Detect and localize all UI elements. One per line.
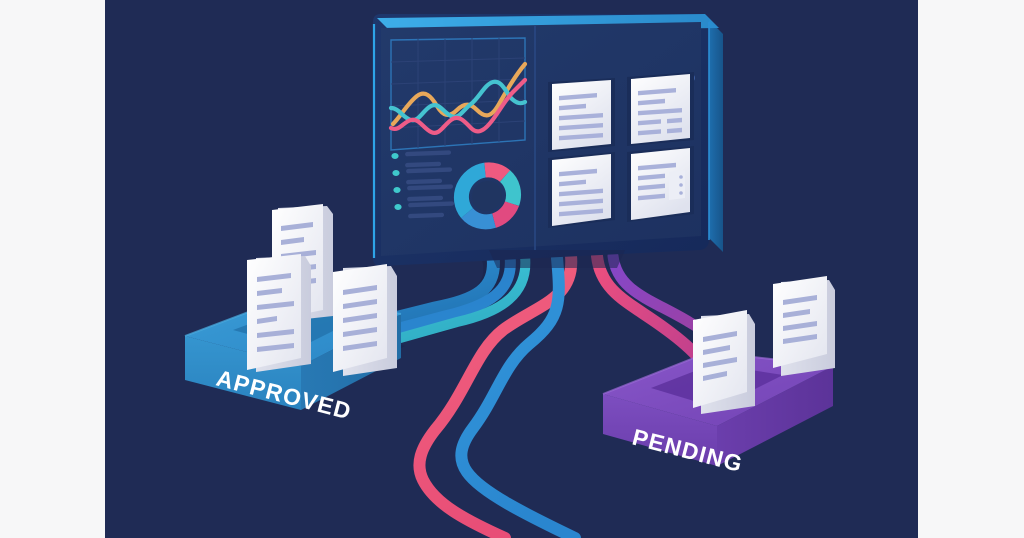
donut-center [472,180,502,212]
cable-teal [388,251,531,345]
list-item[interactable] [392,167,453,185]
donut-ring [453,162,521,230]
cable-blue-inner [371,250,516,340]
document[interactable] [773,276,835,376]
doc-card[interactable] [548,152,615,228]
approved-tray-left-face [185,336,301,410]
line-chart[interactable] [388,37,528,151]
doc-card-lines [638,162,676,201]
list-item[interactable] [394,201,455,219]
cable-blue-bottom [455,252,581,538]
line-series-gold [390,61,528,127]
doc-card[interactable] [627,146,694,222]
list-panel[interactable] [391,150,455,219]
monitor-stand-shadow [489,250,625,268]
document[interactable] [333,264,397,376]
illustration-canvas: APPROVED [105,0,918,538]
doc-card-lines [638,88,682,136]
document[interactable] [693,310,755,414]
document[interactable] [247,254,311,372]
donut-chart[interactable] [453,162,521,230]
workflow-illustration: APPROVED [105,0,918,538]
monitor-side-edge [709,20,723,252]
approved-documents[interactable] [247,204,397,376]
line-series-pink [388,77,528,135]
pending-documents[interactable] [693,276,835,414]
list-item[interactable] [393,184,454,202]
cable-blue-outer [356,249,500,333]
cable-pink [413,250,578,538]
doc-card-lines [559,168,603,217]
cable-bundle [342,245,743,538]
pending-tray-left-face [603,394,717,466]
doc-card-preview [669,170,685,200]
doc-card-lines [559,93,603,141]
list-item[interactable] [391,150,452,168]
pending-tray-right-face [717,366,833,466]
line-chart-frame [390,37,526,151]
doc-card[interactable] [548,78,615,152]
doc-card[interactable] [627,72,694,146]
dashboard-monitor[interactable] [372,14,723,266]
